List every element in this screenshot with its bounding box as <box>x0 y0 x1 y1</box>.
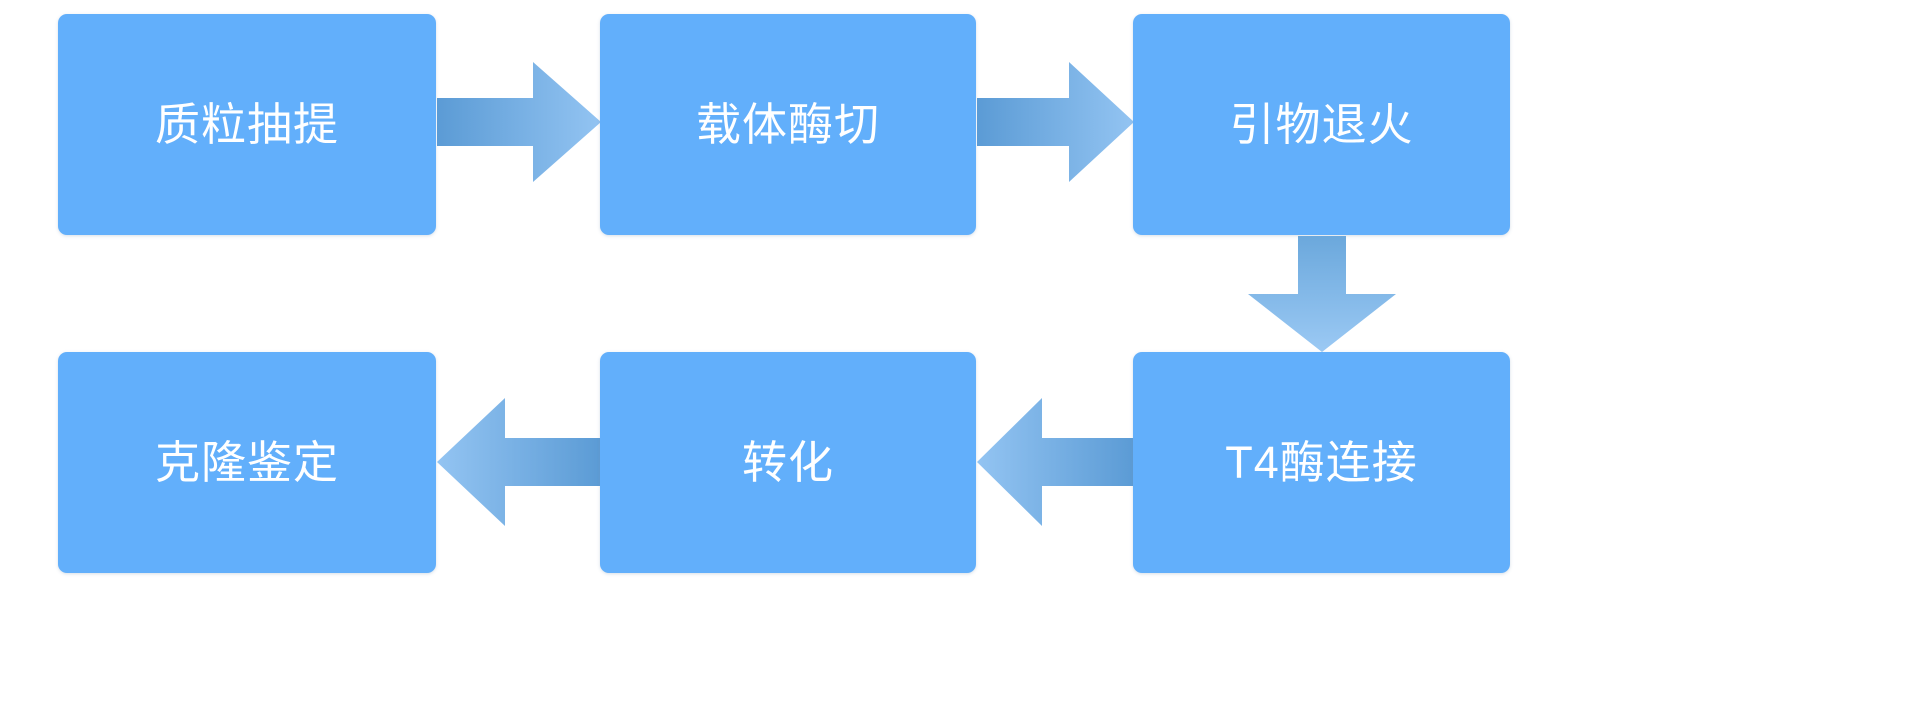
node-vector-digestion[interactable]: 载体酶切 <box>600 14 976 235</box>
node-label: 载体酶切 <box>695 99 880 150</box>
arrow-right-vector-to-primer <box>977 62 1134 182</box>
node-clone-verification[interactable]: 克隆鉴定 <box>58 352 436 573</box>
node-label: 克隆鉴定 <box>154 437 339 488</box>
arrow-down-primer-to-ligation <box>1248 236 1396 352</box>
node-label: 转化 <box>741 437 834 488</box>
node-label: 质粒抽提 <box>154 99 339 150</box>
arrow-left-transform-to-clone <box>437 398 601 526</box>
node-transformation[interactable]: 转化 <box>600 352 976 573</box>
node-plasmid-extraction[interactable]: 质粒抽提 <box>58 14 436 235</box>
node-primer-annealing[interactable]: 引物退火 <box>1133 14 1510 235</box>
node-t4-ligation[interactable]: T4酶连接 <box>1133 352 1510 573</box>
node-label: 引物退火 <box>1229 99 1414 150</box>
node-label: T4酶连接 <box>1225 437 1418 488</box>
arrow-left-ligation-to-transform <box>977 398 1134 526</box>
arrow-right-plasmid-to-vector <box>437 62 601 182</box>
